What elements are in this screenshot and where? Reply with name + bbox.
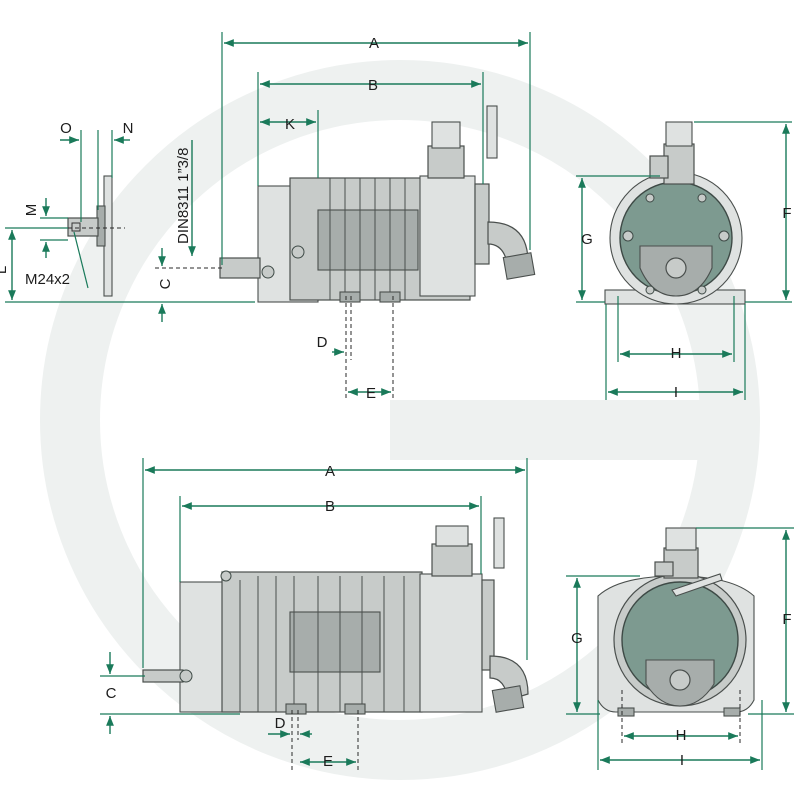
label-e-bottom: E [323, 753, 333, 770]
label-a-bottom: A [325, 463, 335, 480]
shaft-end-detail: O N M L M24x2 [0, 120, 255, 303]
side-view-bottom: A B C D E [100, 458, 529, 770]
label-b-bottom: B [325, 498, 335, 515]
watermark-logo [40, 60, 760, 780]
label-m: M [23, 204, 40, 217]
label-h-top: H [671, 345, 682, 362]
label-o: O [60, 120, 72, 137]
label-l: L [0, 266, 10, 274]
label-shaft-standard: DIN8311 1”3/8 [175, 148, 192, 244]
front-view-bottom: F G H I [566, 527, 794, 770]
label-d-bottom: D [275, 715, 286, 732]
label-h-bottom: H [676, 727, 687, 744]
label-e-top: E [366, 385, 376, 402]
label-b-top: B [368, 77, 378, 94]
label-g-bottom: G [571, 630, 583, 647]
label-f-bottom: F [782, 611, 791, 628]
label-n: N [123, 120, 134, 137]
label-d-top: D [317, 334, 328, 351]
label-i-bottom: I [680, 752, 684, 769]
label-i-top: I [674, 384, 678, 401]
front-view-top: F G H I [576, 121, 792, 401]
label-c-bottom: C [106, 685, 117, 702]
label-thread: M24x2 [25, 271, 70, 288]
label-k: K [285, 116, 295, 133]
label-c-top: C [157, 278, 174, 289]
side-view-top: A B K DIN8311 1”3/8 C D E [155, 32, 536, 402]
label-f-top: F [782, 205, 791, 222]
label-a-top: A [369, 35, 379, 52]
label-g-top: G [581, 231, 593, 248]
